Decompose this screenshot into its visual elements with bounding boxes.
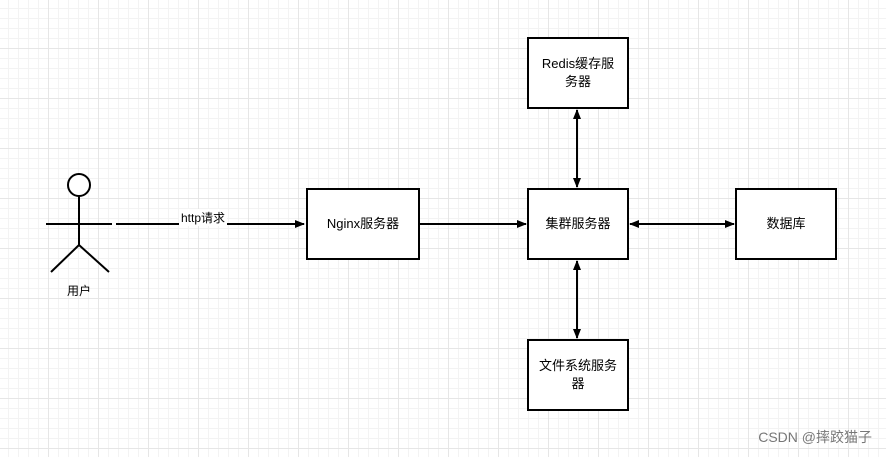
cluster-server-node[interactable]: 集群服务器 (527, 188, 629, 260)
user-actor-icon[interactable] (46, 173, 112, 273)
database-node[interactable]: 数据库 (735, 188, 837, 260)
filesystem-server-node[interactable]: 文件系统服务器 (527, 339, 629, 411)
http-request-label: http请求 (179, 209, 228, 226)
nginx-server-node[interactable]: Nginx服务器 (306, 188, 420, 260)
user-label: 用户 (67, 284, 92, 298)
redis-cache-server-node[interactable]: Redis缓存服务器 (527, 37, 629, 109)
csdn-watermark: CSDN @摔跤猫子 (758, 429, 872, 445)
